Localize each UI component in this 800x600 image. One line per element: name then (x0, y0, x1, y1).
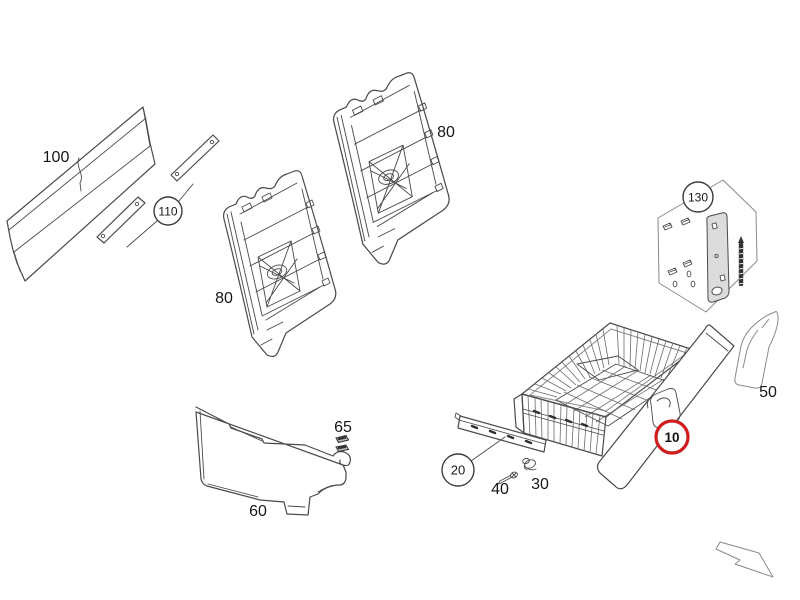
leader-line (178, 183, 194, 202)
part-label-50[interactable]: 50 (759, 384, 777, 401)
part-80-seat-back-panel-left (222, 170, 337, 358)
part-100-sill-panel (6, 106, 156, 282)
box-floor (555, 363, 673, 427)
latch-ticks (532, 409, 589, 428)
part-label-10[interactable]: 10 (664, 430, 679, 445)
part-80-seat-back-panel-right (332, 72, 450, 265)
callout-20[interactable]: 20 (441, 436, 506, 487)
callout-110[interactable]: 110 (126, 183, 194, 248)
part-label-30[interactable]: 30 (531, 476, 549, 493)
leader-line (126, 220, 158, 248)
kit-outline (657, 179, 758, 313)
part-130-hardware-kit (657, 179, 758, 313)
callout-130[interactable]: 130 (682, 181, 714, 213)
rail-ticks (470, 424, 533, 445)
handle-cutout (650, 388, 681, 428)
part-65-clips (335, 434, 350, 453)
callout-circle-110[interactable] (153, 196, 183, 226)
clip-icons (662, 217, 696, 288)
mounting-plate (706, 212, 730, 303)
wall-rib-hatching (527, 395, 601, 455)
part-10-stowage-box (513, 322, 735, 490)
part-label-110[interactable]: 110 (158, 205, 177, 219)
part-label-130[interactable]: 130 (688, 191, 708, 205)
box-front-flap (596, 324, 735, 490)
box-front-wall (521, 393, 607, 457)
wall-rib-hatching (616, 324, 688, 382)
direction-arrow-icon (715, 541, 774, 578)
part-label-65[interactable]: 65 (334, 419, 352, 436)
part-110-strips (96, 134, 220, 244)
part-label-20[interactable]: 20 (451, 463, 465, 478)
screw-icon (738, 236, 744, 286)
part-label-80-left[interactable]: 80 (215, 290, 233, 307)
callout-circle-20[interactable] (441, 453, 475, 487)
floor-lattice (562, 365, 665, 423)
leader-line (470, 436, 506, 462)
part-20-rail (454, 412, 547, 453)
red-highlight-circle[interactable] (654, 419, 690, 455)
wall-rib-hatching (527, 328, 610, 398)
callout-circle-130[interactable] (682, 181, 714, 213)
part-label-100[interactable]: 100 (43, 149, 70, 166)
part-label-60[interactable]: 60 (249, 503, 267, 520)
callout-10-highlighted[interactable]: 10 (654, 419, 690, 455)
part-50-side-cover (734, 311, 779, 389)
part-30-grommet (522, 457, 537, 471)
part-40-screw (497, 471, 518, 485)
part-label-80-right[interactable]: 80 (437, 124, 455, 141)
part-60-trim-panel (195, 406, 351, 516)
part-label-40[interactable]: 40 (491, 481, 509, 498)
